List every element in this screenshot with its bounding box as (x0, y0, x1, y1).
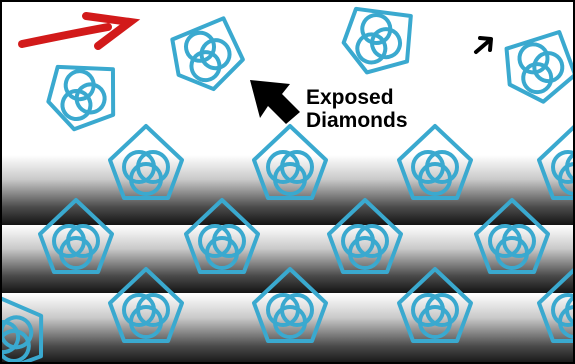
band-bottom (0, 293, 575, 364)
annotation-line-1: Exposed (306, 86, 394, 109)
annotation-line-2: Diamonds (306, 109, 408, 132)
band-middle (0, 225, 575, 293)
matrix-bands (0, 155, 575, 364)
